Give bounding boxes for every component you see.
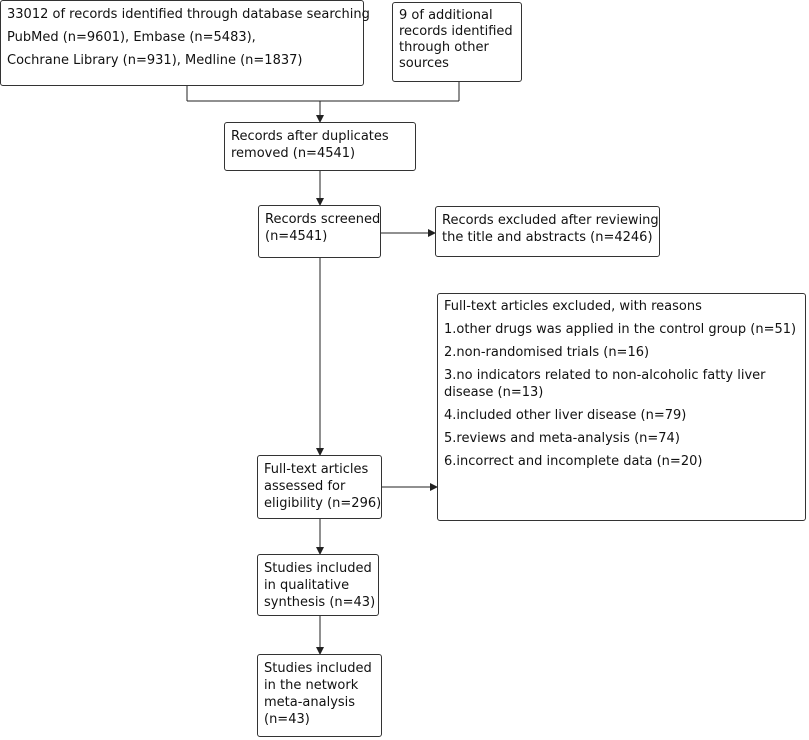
other-sources-text: 9 of additional xyxy=(399,8,493,23)
qualitative-synthesis-text: in qualitative xyxy=(264,578,350,593)
records-screened-text: (n=4541) xyxy=(265,229,328,244)
duplicates-removed-text: removed (n=4541) xyxy=(231,146,356,161)
eligibility-text: eligibility (n=296) xyxy=(264,496,382,511)
fulltext-excluded-heading: Full-text articles excluded, with reason… xyxy=(444,299,702,314)
duplicates-removed-text: Records after duplicates xyxy=(231,129,389,144)
eligibility-text: assessed for xyxy=(264,479,346,494)
other-sources-text: records identified xyxy=(399,24,513,39)
fulltext-excluded-box: Full-text articles excluded, with reason… xyxy=(437,293,806,521)
exclusion-reason: 3.no indicators related to non-alcoholic… xyxy=(444,368,766,383)
records-screened-text: Records screened xyxy=(265,212,381,227)
qualitative-synthesis-text: Studies included xyxy=(264,561,372,576)
exclusion-reason: 5.reviews and meta-analysis (n=74) xyxy=(444,431,680,446)
exclusion-reason: 6.incorrect and incomplete data (n=20) xyxy=(444,454,703,469)
exclusion-reason: 1.other drugs was applied in the control… xyxy=(444,322,797,337)
other-sources-text: sources xyxy=(399,56,449,71)
database-records-box: 33012 of records identified through data… xyxy=(0,0,370,86)
exclusion-reason: 4.included other liver disease (n=79) xyxy=(444,408,687,423)
duplicates-removed-box: Records after duplicates removed (n=4541… xyxy=(224,122,416,171)
exclusion-reason: disease (n=13) xyxy=(444,385,544,400)
database-total-text: 33012 of records identified through data… xyxy=(7,7,370,22)
other-sources-text: through other xyxy=(399,40,489,55)
records-excluded-box: Records excluded after reviewing the tit… xyxy=(435,206,660,257)
network-meta-analysis-text: (n=43) xyxy=(264,712,310,727)
exclusion-reason: 2.non-randomised trials (n=16) xyxy=(444,345,650,360)
database-sources-text: PubMed (n=9601), Embase (n=5483), xyxy=(7,30,256,45)
network-meta-analysis-text: meta-analysis xyxy=(264,695,356,710)
database-sources-text: Cochrane Library (n=931), Medline (n=183… xyxy=(7,53,303,68)
records-screened-box: Records screened (n=4541) xyxy=(258,205,381,258)
eligibility-box: Full-text articles assessed for eligibil… xyxy=(257,455,382,519)
other-sources-box: 9 of additional records identified throu… xyxy=(392,2,522,82)
qualitative-synthesis-box: Studies included in qualitative synthesi… xyxy=(257,554,379,616)
network-meta-analysis-text: in the network xyxy=(264,678,359,693)
records-excluded-text: the title and abstracts (n=4246) xyxy=(442,230,653,245)
network-meta-analysis-text: Studies included xyxy=(264,661,372,676)
records-excluded-text: Records excluded after reviewing xyxy=(442,213,659,228)
qualitative-synthesis-text: synthesis (n=43) xyxy=(264,595,376,610)
network-meta-analysis-box: Studies included in the network meta-ana… xyxy=(257,654,382,737)
eligibility-text: Full-text articles xyxy=(264,462,369,477)
